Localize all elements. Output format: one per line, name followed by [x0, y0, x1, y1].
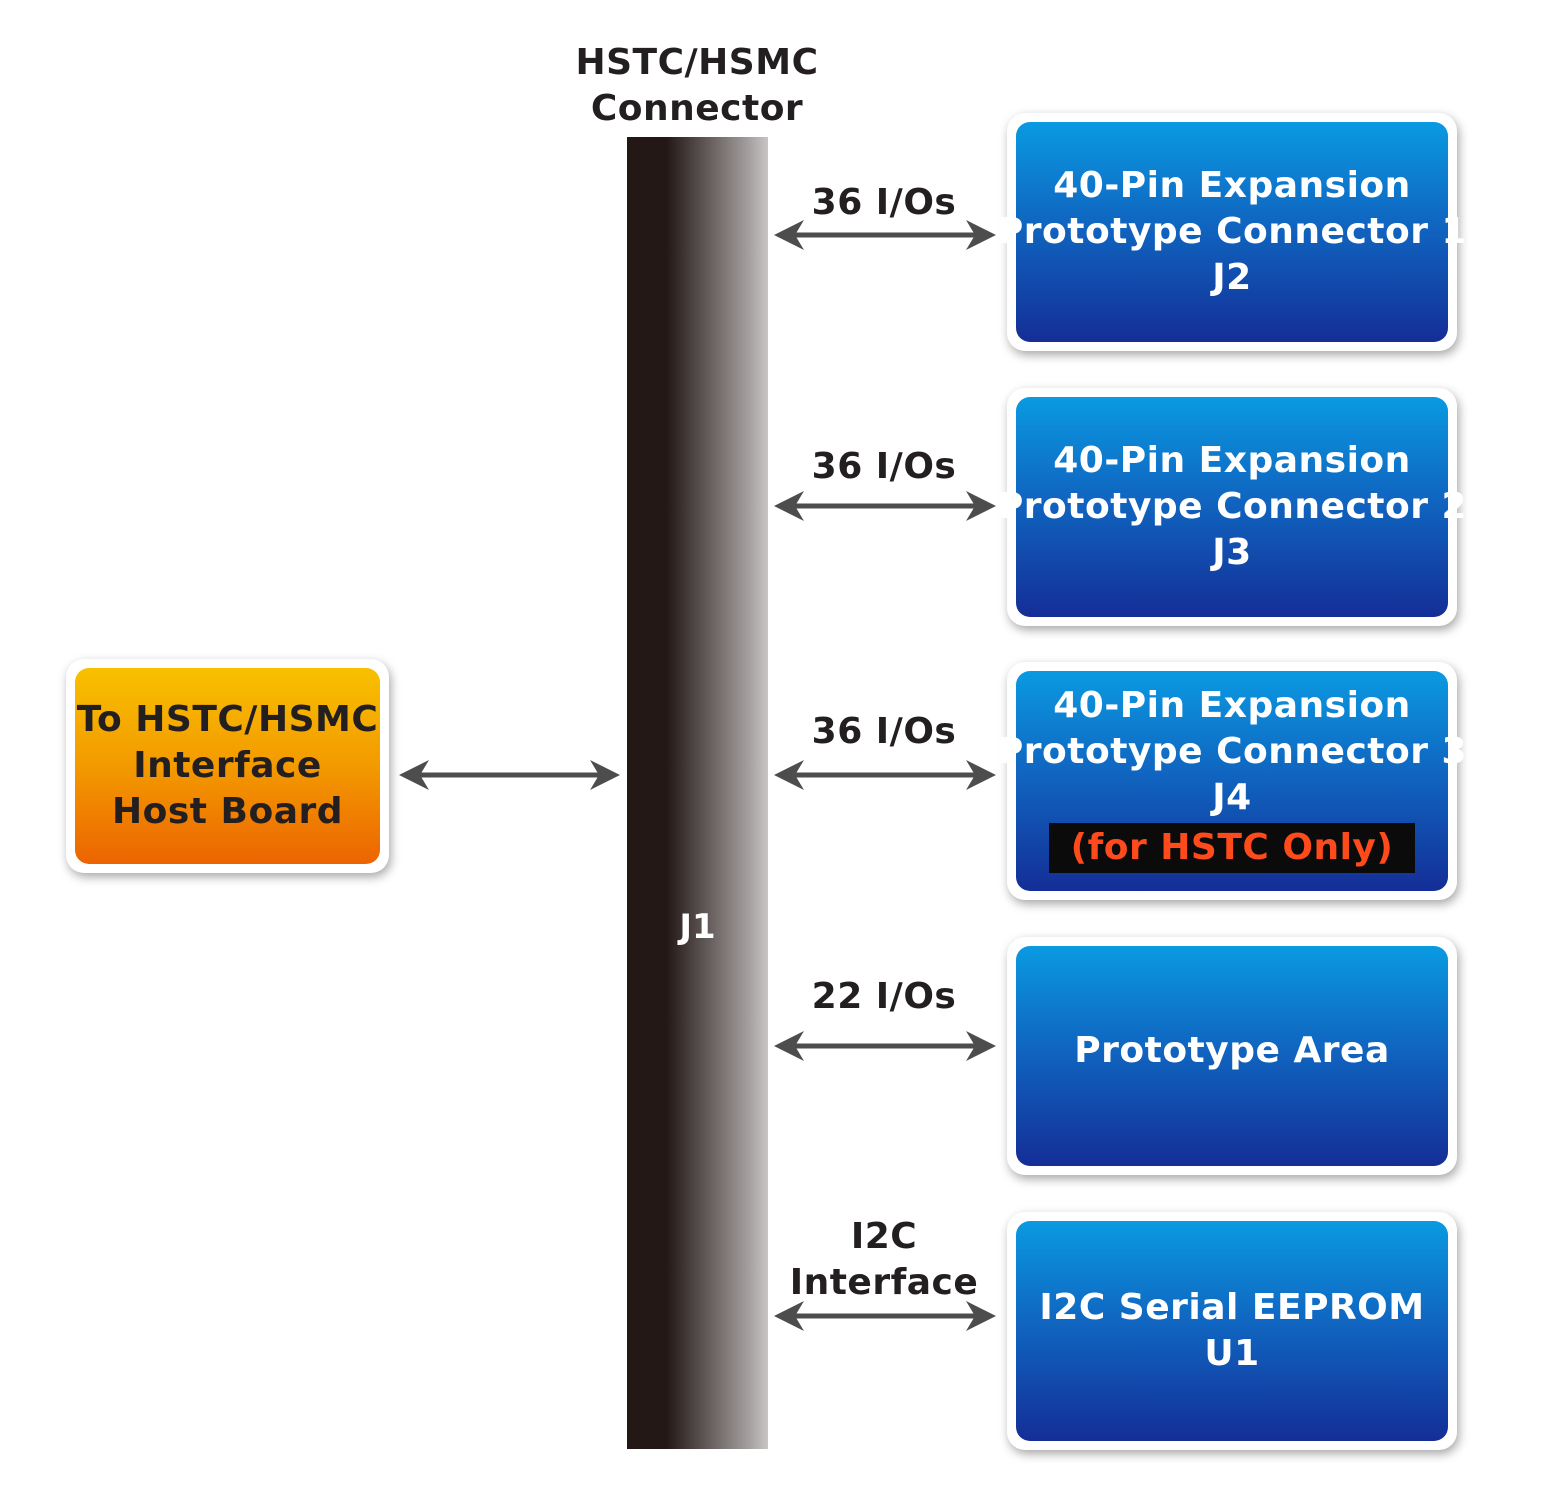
link-label-j4: 36 I/Os — [811, 711, 957, 752]
host-board-line1: To HSTC/HSMC — [76, 699, 379, 740]
hstc-hsmc-connector-bar: J1 — [627, 137, 768, 1449]
link-label-j3: 36 I/Os — [811, 446, 957, 487]
link-label-i2c-line1: I2C — [850, 1216, 918, 1257]
module-designator: J4 — [1212, 777, 1252, 818]
module-designator: U1 — [1204, 1333, 1260, 1374]
eeprom-box: I2C Serial EEPROM U1 — [1016, 1221, 1448, 1441]
link-label-i2c: I2C Interface — [774, 1214, 994, 1306]
module-designator: J3 — [1212, 532, 1252, 573]
module-title: 40-Pin Expansion — [1053, 165, 1411, 206]
prototype-area-block: Prototype Area — [1007, 937, 1457, 1175]
host-board-line2: Interface — [133, 745, 322, 786]
host-board-box: To HSTC/HSMC Interface Host Board — [75, 668, 380, 864]
expansion-connector-j4-box: 40-Pin Expansion Prototype Connector 3 J… — [997, 671, 1467, 891]
expansion-connector-j4-block: 40-Pin Expansion Prototype Connector 3 J… — [997, 662, 1467, 900]
expansion-connector-j2-block: 40-Pin Expansion Prototype Connector 1 J… — [997, 113, 1467, 351]
module-designator: J2 — [1212, 257, 1252, 298]
connector-j1-label: J1 — [679, 907, 716, 947]
module-title: I2C Serial EEPROM — [1039, 1287, 1425, 1328]
module-title: Prototype Area — [1074, 1030, 1390, 1071]
expansion-connector-j2-box: 40-Pin Expansion Prototype Connector 1 J… — [997, 122, 1467, 342]
connector-title-line1: HSTC/HSMC — [575, 42, 819, 83]
prototype-area-box: Prototype Area — [1016, 946, 1448, 1166]
expansion-connector-j3-block: 40-Pin Expansion Prototype Connector 2 J… — [997, 388, 1467, 626]
link-label-i2c-line2: Interface — [789, 1262, 979, 1303]
module-subtitle: Prototype Connector 1 — [996, 211, 1468, 252]
module-subtitle: Prototype Connector 2 — [996, 486, 1468, 527]
link-label-prototype-area: 22 I/Os — [811, 976, 957, 1017]
module-subtitle: Prototype Connector 3 — [996, 731, 1468, 772]
host-board-line3: Host Board — [111, 791, 344, 832]
module-title: 40-Pin Expansion — [1053, 440, 1411, 481]
host-board-block: To HSTC/HSMC Interface Host Board — [66, 659, 389, 873]
eeprom-block: I2C Serial EEPROM U1 — [1007, 1212, 1457, 1450]
module-title: 40-Pin Expansion — [1053, 685, 1411, 726]
hstc-only-note: (for HSTC Only) — [1048, 823, 1416, 873]
link-label-j2: 36 I/Os — [811, 182, 957, 223]
connector-title-line2: Connector — [590, 88, 804, 129]
expansion-connector-j3-box: 40-Pin Expansion Prototype Connector 2 J… — [997, 397, 1467, 617]
connector-title: HSTC/HSMC Connector — [547, 40, 847, 132]
